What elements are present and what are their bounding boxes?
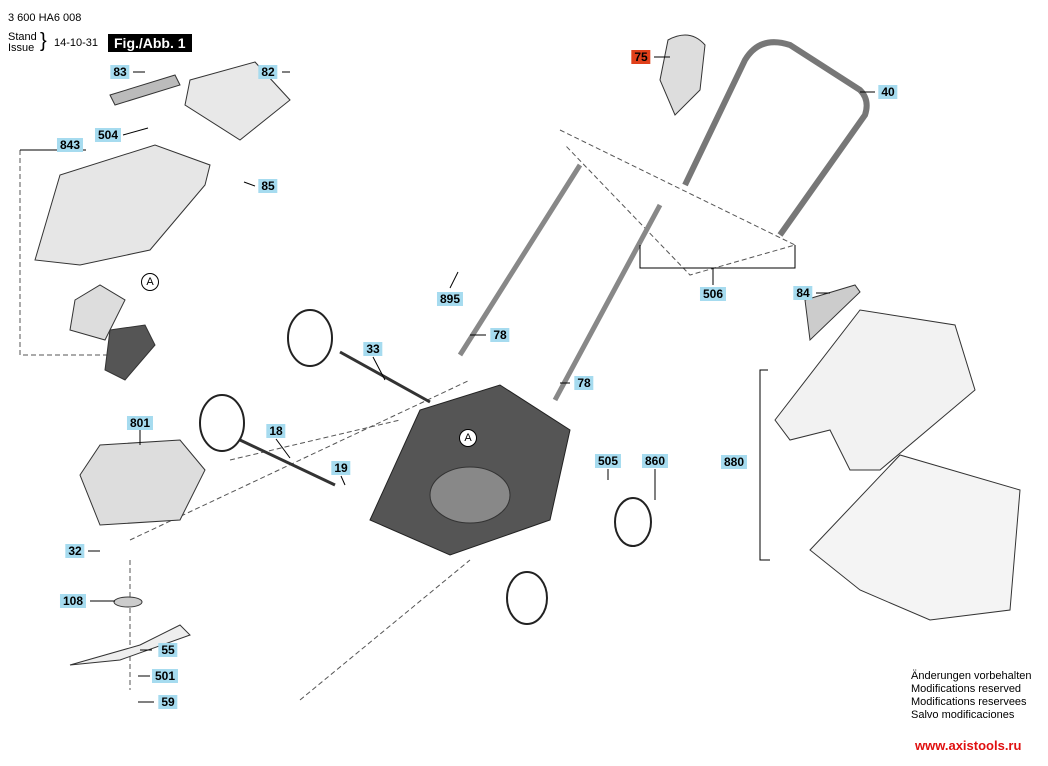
blade: [69, 624, 191, 666]
upper-handle: [682, 39, 870, 237]
part-label-19[interactable]: 19: [331, 461, 351, 475]
part-number: 3 600 HA6 008: [8, 12, 82, 24]
issue-date: 14-10-31: [54, 37, 99, 49]
part-label-84[interactable]: 84: [793, 286, 813, 300]
part-label-506[interactable]: 506: [699, 287, 727, 301]
part-label-108[interactable]: 108: [59, 594, 87, 608]
motor: [79, 439, 206, 526]
part-label-843[interactable]: 843: [56, 138, 84, 152]
note-en: Modifications reserved: [911, 683, 1022, 695]
rear-axle: [339, 350, 431, 404]
part-label-85[interactable]: 85: [258, 179, 278, 193]
assembly-lines: [19, 129, 797, 701]
part-label-40[interactable]: 40: [878, 85, 898, 99]
reference-a: A: [141, 273, 159, 291]
fan: [429, 466, 511, 524]
catcher-bag: [809, 454, 1021, 621]
part-label-78[interactable]: 78: [490, 328, 510, 342]
catcher-cover: [774, 309, 976, 471]
part-label-75[interactable]: 75: [631, 50, 651, 64]
mulch-insert: [69, 284, 126, 341]
part-label-801[interactable]: 801: [126, 416, 154, 430]
part-label-32[interactable]: 32: [65, 544, 85, 558]
figure-label: Fig./Abb. 1: [108, 34, 192, 52]
part-label-59[interactable]: 59: [158, 695, 178, 709]
part-label-895[interactable]: 895: [436, 292, 464, 306]
lower-handles: [457, 163, 663, 402]
part-label-501[interactable]: 501: [151, 669, 179, 683]
part-label-505[interactable]: 505: [594, 454, 622, 468]
stand-label: Stand: [8, 31, 37, 43]
part-label-82[interactable]: 82: [258, 65, 278, 79]
stand-issue: Stand Issue: [8, 32, 37, 54]
part-label-78[interactable]: 78: [574, 376, 594, 390]
flap: [184, 61, 291, 141]
part-label-18[interactable]: 18: [266, 424, 286, 438]
front-axle: [239, 438, 336, 487]
wheels: [199, 309, 652, 625]
grille: [104, 324, 156, 381]
leader-lines: [20, 56, 875, 703]
part-label-880[interactable]: 880: [720, 455, 748, 469]
part-label-55[interactable]: 55: [158, 643, 178, 657]
note-de: Änderungen vorbehalten: [911, 670, 1032, 682]
brace: }: [40, 30, 47, 52]
part-label-504[interactable]: 504: [94, 128, 122, 142]
hood: [34, 144, 211, 266]
reference-a: A: [459, 429, 477, 447]
issue-label: Issue: [8, 42, 35, 54]
note-fr: Modifications reservees: [911, 696, 1027, 708]
part-label-83[interactable]: 83: [110, 65, 130, 79]
website-link[interactable]: www.axistools.ru: [915, 738, 1022, 753]
handle-grip: [804, 284, 861, 342]
notes: Änderungen vorbehalten Modifications res…: [911, 670, 1031, 722]
part-label-33[interactable]: 33: [363, 342, 383, 356]
carry-handle: [109, 74, 181, 106]
note-es: Salvo modificaciones: [911, 709, 1015, 721]
washer: [113, 596, 143, 608]
part-label-860[interactable]: 860: [641, 454, 669, 468]
switch-box: [659, 34, 706, 116]
